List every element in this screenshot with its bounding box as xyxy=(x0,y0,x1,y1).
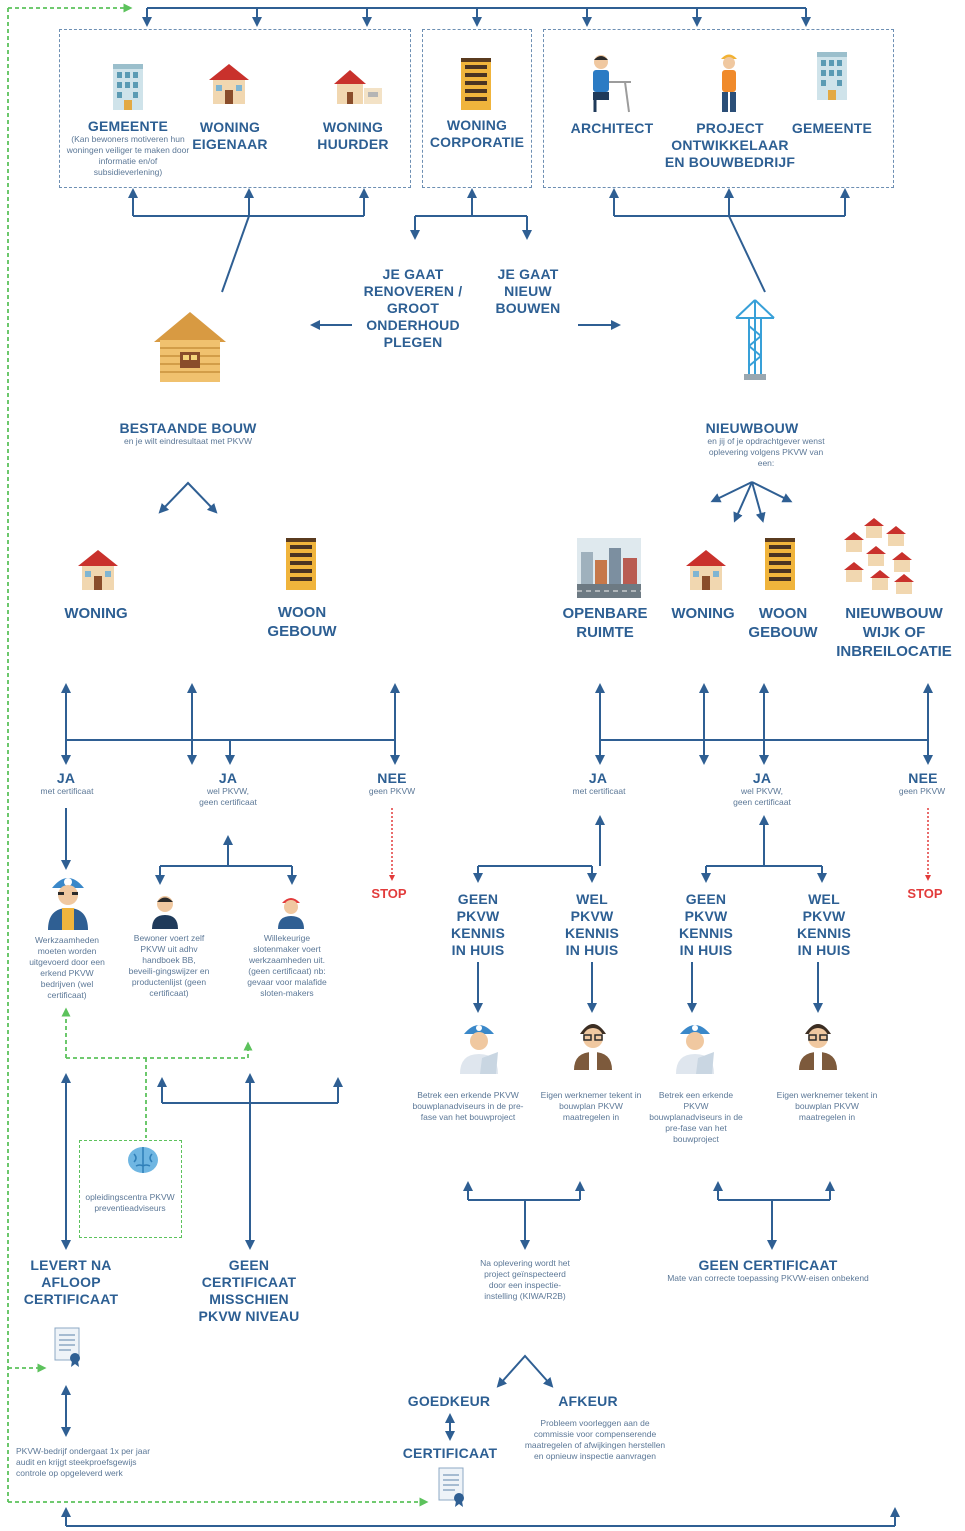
openbare-ruimte-label: OPENBARE RUIMTE xyxy=(562,605,648,641)
stakeholder-box-consumers xyxy=(59,29,411,188)
training-box xyxy=(79,1140,182,1238)
advisor-person-icon xyxy=(674,1016,716,1081)
gemeente-label-2: GEMEENTE xyxy=(791,120,873,136)
renoveren-label: JE GAAT RENOVEREN / GROOT ONDERHOUD PLEG… xyxy=(363,266,463,350)
goedkeur-label: GOEDKEUR xyxy=(407,1393,491,1409)
project-ontwikkelaar-label: PROJECT ONTWIKKELAAR EN BOUWBEDRIJF xyxy=(664,120,796,170)
geen-kennis-2: GEEN PKVW KENNIS IN HUIS xyxy=(678,891,734,958)
woning-eigenaar-label: WONING EIGENAAR xyxy=(192,119,268,152)
left-ja-certificaat-note: met certificaat xyxy=(40,786,94,796)
right-woon-gebouw-label: WOON GEBOUW xyxy=(748,605,818,641)
employee-person-icon xyxy=(572,1016,614,1077)
afkeur-label: AFKEUR xyxy=(558,1393,618,1409)
bewoner-text: Bewoner voert zelf PKVW uit adhv handboe… xyxy=(128,933,210,998)
eigen-werknemer-text-1: Eigen werknemer tekent in bouwplan PKVW … xyxy=(540,1090,642,1122)
office-building-icon xyxy=(110,62,146,117)
city-street-icon xyxy=(577,538,641,603)
resident-person-icon xyxy=(150,893,180,936)
left-ja-geen-certificaat-note: wel PKVW, geen certificaat xyxy=(199,786,257,807)
employee-person-icon xyxy=(797,1016,839,1077)
left-ja-certificaat: JA xyxy=(56,770,76,786)
locksmith-person-icon xyxy=(276,893,306,936)
certificate-document-icon xyxy=(53,1326,83,1373)
townhouse-icon xyxy=(332,66,384,111)
apartment-tower-icon xyxy=(284,536,318,597)
nieuwbouw-title: NIEUWBOUW xyxy=(705,420,799,436)
left-nee-note: geen PKVW xyxy=(368,786,416,796)
left-ja-geen-certificaat: JA xyxy=(218,770,238,786)
nieuwbouw-wijk-label: NIEUWBOUW WIJK OF INBREILOCATIE xyxy=(836,605,952,660)
levert-na-afloop-label: LEVERT NA AFLOOP CERTIFICAAT xyxy=(23,1257,119,1307)
crane-icon xyxy=(734,296,776,387)
werkzaamheden-text: Werkzaamheden moeten worden uitgevoerd d… xyxy=(29,935,105,1000)
right-ja-geen-certificaat-note: wel PKVW, geen certificaat xyxy=(733,786,791,807)
architect-person-icon xyxy=(585,52,635,119)
geen-certificaat-right-label: GEEN CERTIFICAAT xyxy=(698,1257,838,1273)
na-oplevering-text: Na oplevering wordt het project geïnspec… xyxy=(480,1258,570,1301)
audit-text: PKVW-bedrijf ondergaat 1x per jaar audit… xyxy=(16,1446,151,1478)
betrek-adviseur-text-1: Betrek een erkende PKVW bouwplanadviseur… xyxy=(412,1090,524,1122)
gemeente-note: (Kan bewoners motiveren hun woningen vei… xyxy=(66,134,190,177)
nieuw-bouwen-label: JE GAAT NIEUW BOUWEN xyxy=(495,266,561,316)
bestaande-bouw-note: en je wilt eindresultaat met PKVW xyxy=(123,436,253,446)
stakeholder-box-corporatie xyxy=(422,29,532,188)
betrek-adviseur-text-2: Betrek een erkende PKVW bouwplanadviseur… xyxy=(649,1090,743,1144)
neighborhood-icon xyxy=(842,516,916,601)
left-stop: STOP xyxy=(371,886,407,901)
right-woning-label: WONING xyxy=(671,605,735,622)
certificaat-label: CERTIFICAAT xyxy=(402,1445,498,1461)
bestaande-bouw-title: BESTAANDE BOUW xyxy=(119,420,257,436)
right-ja-geen-certificaat: JA xyxy=(752,770,772,786)
geen-certificaat-left-label: GEEN CERTIFICAAT MISSCHIEN PKVW NIVEAU xyxy=(198,1257,300,1324)
wel-kennis-2: WEL PKVW KENNIS IN HUIS xyxy=(796,891,852,958)
office-building-icon xyxy=(814,50,850,107)
right-stop: STOP xyxy=(907,886,943,901)
architect-label: ARCHITECT xyxy=(570,120,654,136)
left-woning-label: WONING xyxy=(64,605,128,622)
nieuwbouw-note: en jij of je opdrachtgever wenst oplever… xyxy=(707,436,825,468)
opleidingscentra-text: opleidingscentra PKVW preventieadviseurs xyxy=(85,1192,175,1213)
apartment-tower-icon xyxy=(763,536,797,597)
log-cabin-icon xyxy=(150,306,230,391)
left-nee: NEE xyxy=(377,770,407,786)
right-nee: NEE xyxy=(908,770,938,786)
house-icon xyxy=(76,546,120,597)
advisor-person-icon xyxy=(458,1016,500,1081)
stakeholder-box-builders xyxy=(543,29,894,188)
woning-corporatie-label: WONING CORPORATIE xyxy=(429,117,525,150)
afkeur-note: Probleem voorleggen aan de commissie voo… xyxy=(524,1418,666,1461)
brain-icon xyxy=(126,1144,160,1181)
eigen-werknemer-text-2: Eigen werknemer tekent in bouwplan PKVW … xyxy=(776,1090,878,1122)
right-nee-note: geen PKVW xyxy=(898,786,946,796)
right-ja-certificaat-note: met certificaat xyxy=(572,786,626,796)
certificate-document-icon xyxy=(437,1466,467,1513)
house-icon xyxy=(207,60,251,111)
left-woon-gebouw-label: WOON GEBOUW xyxy=(267,604,337,640)
geen-kennis-1: GEEN PKVW KENNIS IN HUIS xyxy=(450,891,506,958)
gemeente-label: GEMEENTE xyxy=(87,118,169,134)
woning-huurder-label: WONING HUURDER xyxy=(317,119,389,152)
right-ja-certificaat: JA xyxy=(588,770,608,786)
apartment-tower-icon xyxy=(459,56,493,117)
geen-certificaat-right-note: Mate van correcte toepassing PKVW-eisen … xyxy=(667,1273,869,1283)
slotenmaker-text: Willekeurige slotenmaker voert werkzaamh… xyxy=(247,933,327,998)
engineer-person-icon xyxy=(717,50,741,119)
technician-person-icon xyxy=(46,868,90,937)
wel-kennis-1: WEL PKVW KENNIS IN HUIS xyxy=(564,891,620,958)
house-icon xyxy=(684,546,728,597)
